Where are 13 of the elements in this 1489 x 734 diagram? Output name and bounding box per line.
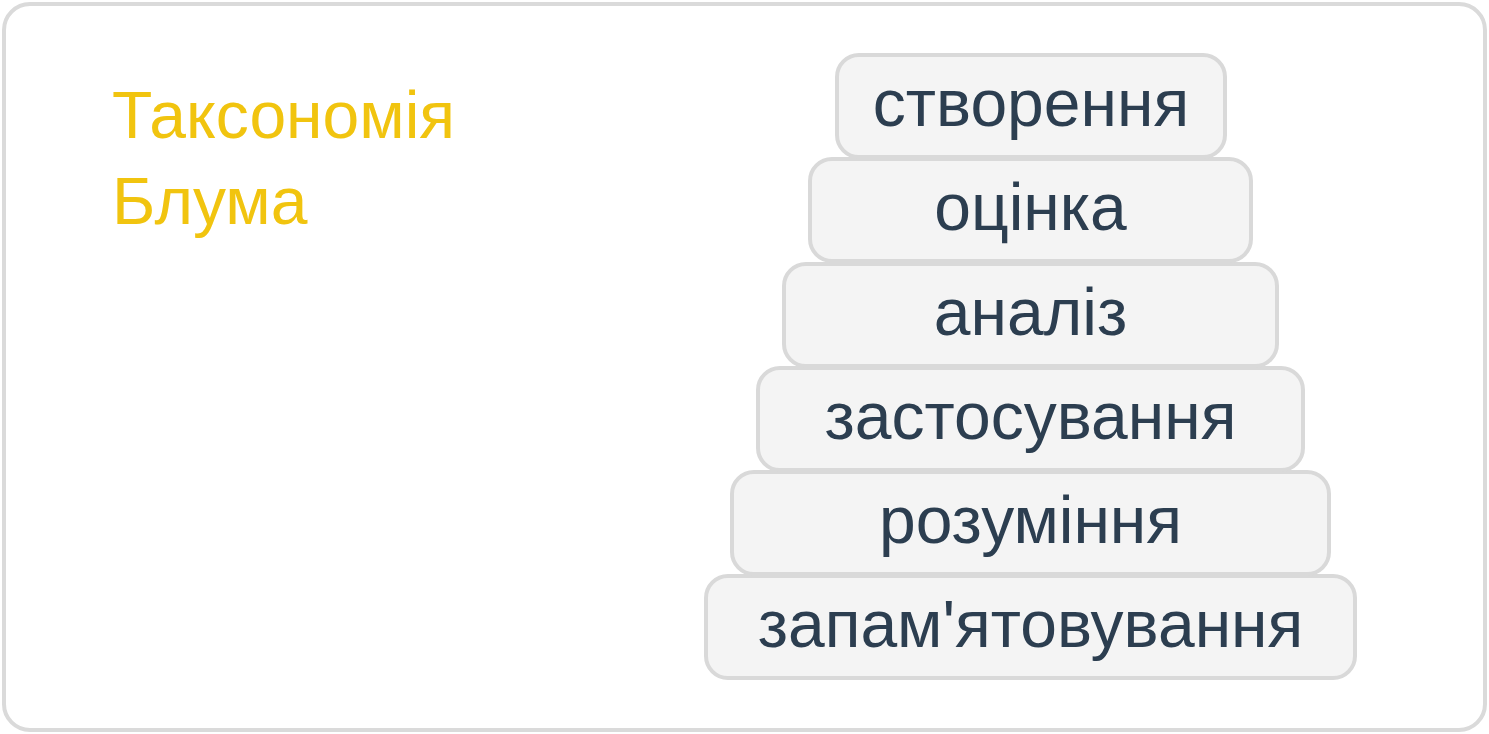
level-label: застосування [824, 379, 1237, 455]
diagram-title: Таксономія Блума [112, 77, 457, 240]
pyramid-level-box [808, 157, 1253, 263]
pyramid-level-box [704, 574, 1357, 680]
pyramid-level-box [756, 366, 1305, 472]
level-label: оцінка [934, 170, 1127, 246]
level-label: запам'ятовування [757, 587, 1304, 663]
pyramid-level-box [730, 470, 1331, 576]
level-label: аналіз [933, 275, 1128, 351]
level-label: розуміння [878, 483, 1183, 559]
pyramid-level-box [835, 53, 1227, 159]
level-label: створення [872, 66, 1190, 142]
pyramid-level-box [782, 262, 1279, 368]
